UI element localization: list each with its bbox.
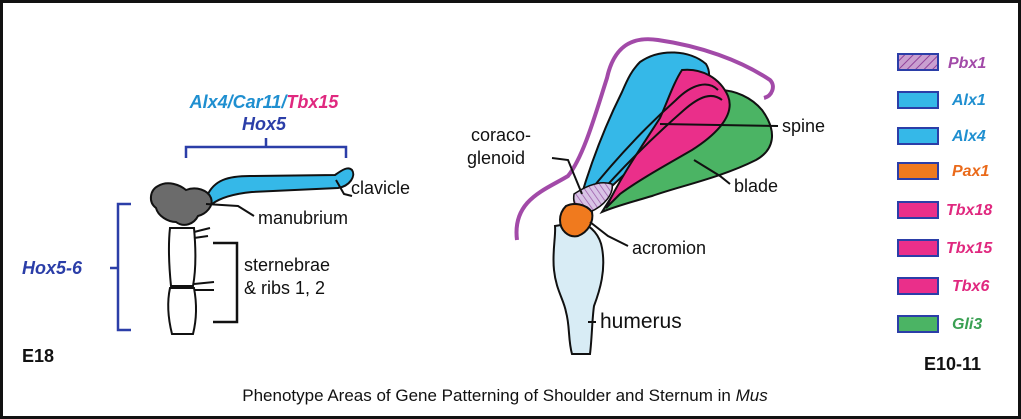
humerus-label: humerus — [600, 310, 682, 333]
sternebra-1 — [169, 228, 195, 286]
blade-label: blade — [734, 176, 778, 196]
gene-heading-car11: Car11 — [233, 92, 282, 112]
hox5-label: Hox5 — [242, 114, 287, 134]
legend-label-alx1: Alx1 — [951, 92, 986, 109]
legend-label-tbx18: Tbx18 — [946, 202, 992, 219]
sternebrae-bracket — [213, 243, 237, 322]
legend-swatch-pax1 — [898, 163, 938, 179]
legend: Pbx1 Alx1 Alx4 Pax1 Tbx18 Tbx15 Tbx6 Gli… — [898, 54, 993, 374]
hox5-6-bracket — [110, 204, 131, 330]
legend-label-tbx6: Tbx6 — [952, 278, 989, 295]
legend-label-alx4: Alx4 — [951, 128, 986, 145]
stage-e10-11: E10-11 — [924, 354, 981, 374]
sternebra-2 — [168, 288, 196, 334]
coracoglenoid-label-line1: coraco- — [471, 125, 531, 145]
legend-swatch-tbx15 — [898, 240, 938, 256]
hox5-bracket — [186, 138, 346, 158]
spine-label: spine — [782, 116, 825, 136]
sternebrae-label-line2: & ribs 1, 2 — [244, 278, 325, 298]
gene-heading: Alx4/Car11/Tbx15 — [189, 92, 340, 112]
legend-label-tbx15: Tbx15 — [946, 240, 993, 257]
scapula-panel: coraco- glenoid spine blade acromion hum… — [467, 39, 825, 354]
legend-swatch-pbx1 — [898, 54, 938, 70]
clavicle-shape — [207, 168, 353, 204]
coracoglenoid-label-line2: glenoid — [467, 148, 525, 168]
legend-label-pax1: Pax1 — [952, 163, 989, 180]
caption-italic: Mus — [736, 386, 769, 405]
gene-heading-tbx15: Tbx15 — [286, 92, 339, 112]
hox5-6-label: Hox5-6 — [22, 258, 83, 278]
sternebrae-label-line1: sternebrae — [244, 255, 330, 275]
manubrium-pointer — [206, 204, 254, 216]
clavicle-label: clavicle — [351, 178, 410, 198]
legend-label-gli3: Gli3 — [952, 316, 982, 333]
manubrium-shape — [151, 183, 212, 225]
legend-swatch-gli3 — [898, 316, 938, 332]
acromion-label: acromion — [632, 238, 706, 258]
legend-label-pbx1: Pbx1 — [948, 55, 986, 72]
legend-swatch-alx1 — [898, 92, 938, 108]
sternum-panel: Alx4/Car11/Tbx15 Hox5 manubrium clavicle… — [22, 92, 410, 366]
legend-swatch-tbx6 — [898, 278, 938, 294]
legend-swatch-tbx18 — [898, 202, 938, 218]
gene-heading-alx4: Alx4/ — [189, 92, 235, 112]
humerus-shape — [553, 222, 603, 354]
manubrium-label: manubrium — [258, 208, 348, 228]
figure-caption: Phenotype Areas of Gene Patterning of Sh… — [242, 386, 768, 405]
caption-text: Phenotype Areas of Gene Patterning of Sh… — [242, 386, 735, 405]
legend-swatch-alx4 — [898, 128, 938, 144]
stage-e18: E18 — [22, 346, 54, 366]
rib-stubs — [194, 228, 214, 290]
